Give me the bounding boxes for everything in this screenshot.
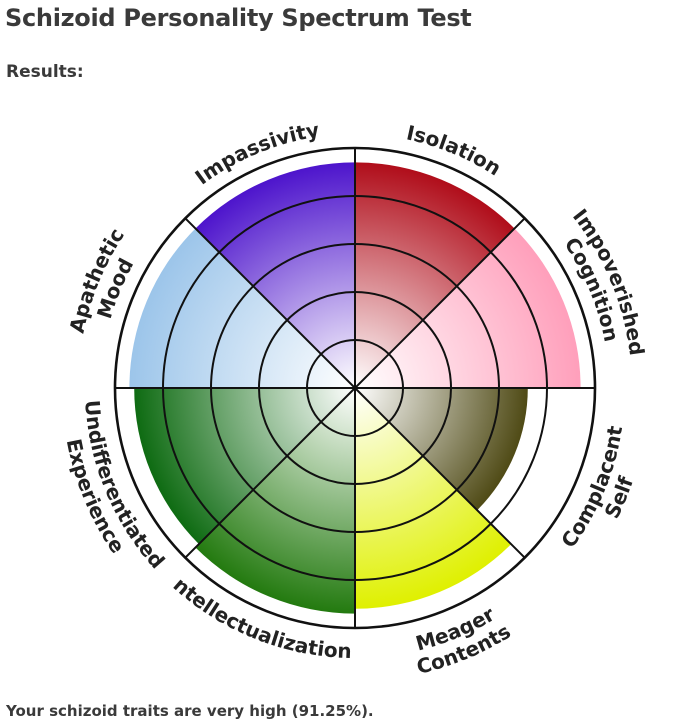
page-title: Schizoid Personality Spectrum Test: [5, 4, 472, 32]
segment-apathetic-mood: [129, 228, 355, 388]
grid-spoke: [354, 217, 526, 389]
grid-spoke: [184, 217, 356, 389]
segment-meager-contents: [355, 388, 512, 609]
svg-text:Isolation: Isolation: [404, 120, 505, 180]
segment-complacent-self: [355, 388, 528, 511]
segment-impoverished-cognition: [355, 228, 581, 388]
spectrum-chart: IsolationImpoverishedCognitionComplacent…: [0, 80, 649, 679]
segment-isolation: [355, 162, 515, 388]
segment-impassivity: [195, 162, 355, 388]
segment-undifferentiated-experience: [134, 388, 355, 545]
grid-spoke: [184, 387, 356, 559]
segment-label-isolation: Isolation: [404, 120, 505, 180]
results-label: Results:: [6, 62, 84, 82]
grid-spoke: [354, 387, 526, 559]
summary-text: Your schizoid traits are very high (91.2…: [6, 702, 374, 720]
segment-intellectualization: [195, 388, 355, 614]
